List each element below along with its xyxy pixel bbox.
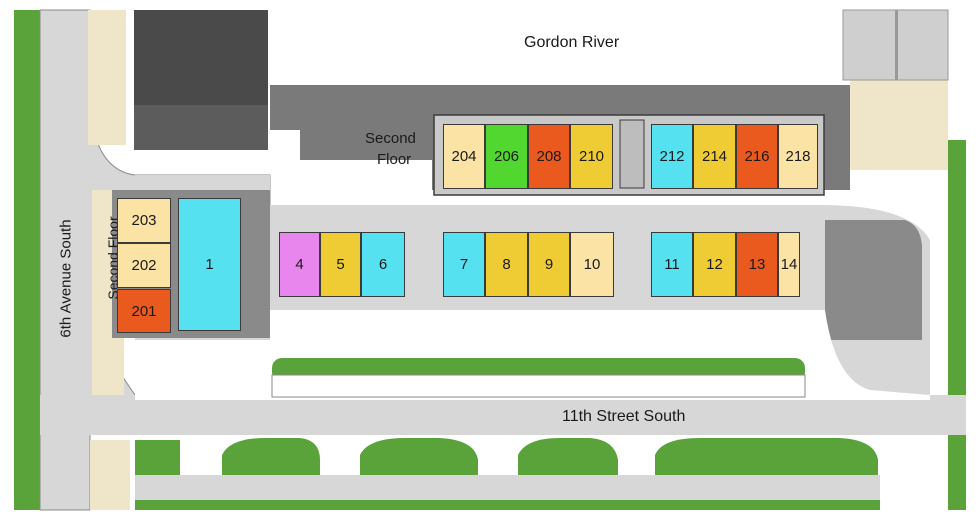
unit-216[interactable]: 216: [736, 124, 778, 189]
unit-214[interactable]: 214: [693, 124, 736, 189]
sand-bottom-left: [90, 440, 130, 510]
unit-13[interactable]: 13: [736, 232, 778, 297]
unit-218[interactable]: 218: [778, 124, 818, 189]
unit-208[interactable]: 208: [528, 124, 570, 189]
unit-4[interactable]: 4: [279, 232, 320, 297]
river-label: Gordon River: [524, 34, 620, 51]
unit-204[interactable]: 204: [443, 124, 485, 189]
sand-top-right: [850, 80, 948, 170]
bottom-parking-strip: [135, 475, 880, 500]
unit-6[interactable]: 6: [361, 232, 405, 297]
unit-14[interactable]: 14: [778, 232, 800, 297]
unit-9[interactable]: 9: [528, 232, 570, 297]
unit-210[interactable]: 210: [570, 124, 613, 189]
avenue-label: 6th Avenue South: [57, 219, 75, 338]
unit-212[interactable]: 212: [651, 124, 693, 189]
unit-8[interactable]: 8: [485, 232, 528, 297]
unit-10[interactable]: 10: [570, 232, 614, 297]
bottom-island-3: [360, 438, 478, 475]
grass-right-edge: [948, 140, 966, 510]
unit-201[interactable]: 201: [117, 289, 171, 333]
bottom-island-4: [518, 438, 618, 475]
street-road: [40, 395, 966, 435]
unit-5[interactable]: 5: [320, 232, 361, 297]
garage-top-dark: [134, 10, 268, 105]
right-parking: [825, 220, 922, 340]
unit-7[interactable]: 7: [443, 232, 485, 297]
elevator-core-top: [619, 119, 645, 189]
unit-203[interactable]: 203: [117, 198, 171, 243]
unit-206[interactable]: 206: [485, 124, 528, 189]
unit-202[interactable]: 202: [117, 243, 171, 288]
river-deck-divider: [895, 10, 898, 80]
bottom-island-1: [135, 440, 180, 475]
sand-top-left: [88, 10, 126, 145]
median-parking: [271, 374, 806, 398]
unit-11[interactable]: 11: [651, 232, 693, 297]
grass-left-edge: [14, 10, 40, 510]
bottom-island-2: [222, 438, 320, 475]
unit-12[interactable]: 12: [693, 232, 736, 297]
second-floor-top-label-line1: Second: [365, 130, 416, 147]
unit-1[interactable]: 1: [178, 198, 241, 331]
street-label: 11th Street South: [562, 408, 686, 425]
bottom-island-5: [655, 438, 878, 475]
second-floor-top-label-line2: Floor: [377, 151, 412, 168]
